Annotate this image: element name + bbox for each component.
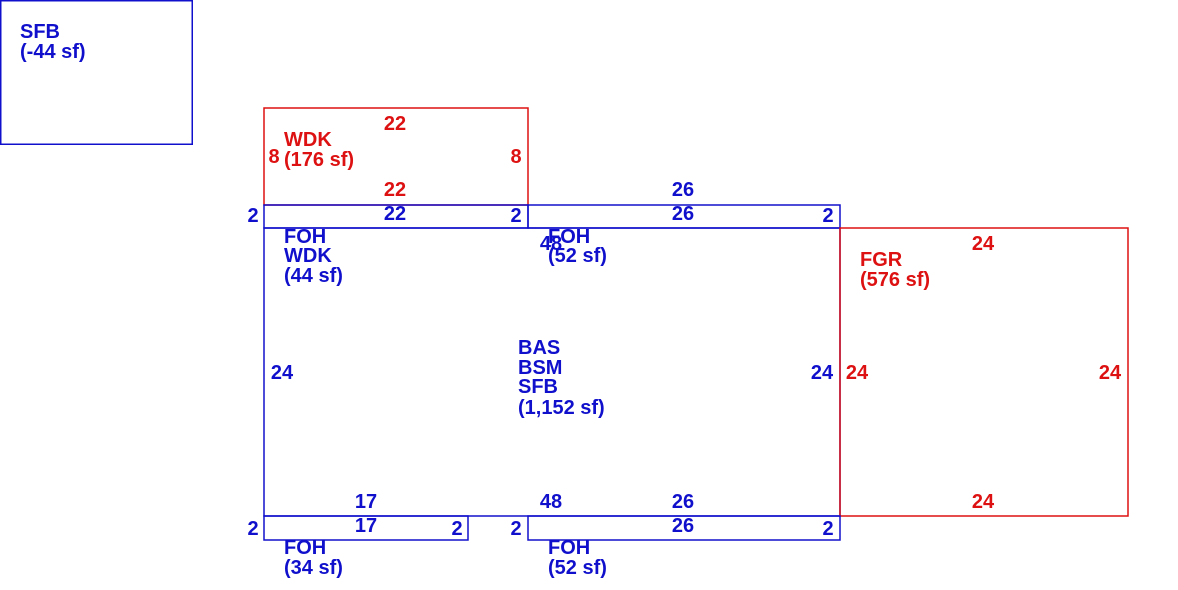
main-line2: BSM	[518, 357, 562, 379]
dim-lower-left-bottom: 17	[355, 515, 377, 537]
foh-top-right-area-value: (52 sf)	[548, 245, 607, 267]
dim-upper-strip-left-height: 2	[247, 205, 258, 227]
foh-wdk-line2: WDK	[284, 245, 332, 267]
sfb-top-code: SFB	[20, 21, 60, 43]
dim-fgr-bottom: 24	[972, 491, 995, 513]
foh-bottom-right-area-value: (52 sf)	[548, 557, 607, 579]
fgr-area-value: (576 sf)	[860, 269, 930, 291]
foh-top-right-code: FOH	[548, 226, 590, 248]
foh-wdk-area-value: (44 sf)	[284, 265, 343, 287]
foh-lower-left-strip	[263, 515, 469, 541]
dim-main-left: 24	[271, 362, 294, 384]
foh-bottom-right-code: FOH	[548, 537, 590, 559]
wdk-code: WDK	[284, 129, 332, 151]
dim-upper-mid-height: 2	[510, 205, 521, 227]
dim-lower-left-height: 2	[247, 518, 258, 540]
foh-wdk-line1: FOH	[284, 226, 326, 248]
dim-upper-right-top-inner: 26	[672, 203, 694, 225]
dim-upper-left-strip-top: 22	[384, 203, 406, 225]
dim-fgr-left: 24	[846, 362, 869, 384]
dim-main-top-mid: 48	[540, 233, 562, 255]
wdk-area-value: (176 sf)	[284, 149, 354, 171]
fgr-code: FGR	[860, 249, 903, 271]
main-line3: SFB	[518, 376, 558, 398]
dim-fgr-right: 24	[1099, 362, 1122, 384]
dim-lower-right-height: 2	[822, 518, 833, 540]
dim-fgr-top: 24	[972, 233, 995, 255]
sfb-top-area-value: (-44 sf)	[20, 41, 86, 63]
dim-upper-right-top-outer: 26	[672, 179, 694, 201]
main-area-value: (1,152 sf)	[518, 397, 605, 419]
dim-main-bottom-left: 17	[355, 491, 377, 513]
dim-wdk-bottom: 22	[384, 179, 406, 201]
dim-lower-left-right: 2	[451, 518, 462, 540]
foh-bottom-left-code: FOH	[284, 537, 326, 559]
foh-bottom-left-area-value: (34 sf)	[284, 557, 343, 579]
dim-main-bottom-right: 26	[672, 491, 694, 513]
dim-upper-right-height: 2	[822, 205, 833, 227]
dim-wdk-top: 22	[384, 113, 406, 135]
fgr-area	[839, 227, 1129, 517]
foh-lower-right-strip	[527, 515, 841, 541]
dim-main-right: 24	[811, 362, 834, 384]
dim-wdk-right: 8	[510, 146, 521, 168]
dim-wdk-left: 8	[268, 146, 279, 168]
dim-main-bottom-mid: 48	[540, 491, 562, 513]
dim-lower-mid-height: 2	[510, 518, 521, 540]
sfb-top-area	[0, 0, 193, 145]
dim-lower-right-bottom: 26	[672, 515, 694, 537]
main-line1: BAS	[518, 337, 560, 359]
